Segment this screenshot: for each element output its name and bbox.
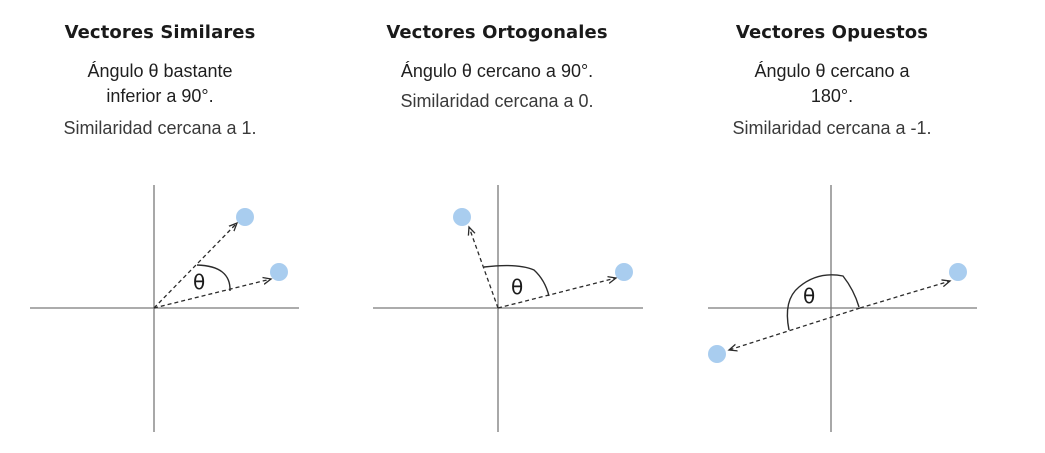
vector-b: [729, 307, 861, 350]
point-b: [708, 345, 726, 363]
angle-description-line-1: Ángulo θ bastante: [87, 61, 233, 81]
angle-arc: [786, 274, 860, 331]
panel-orthogonal-vectors: Vectores Ortogonales Ángulo θ cercano a …: [337, 0, 657, 453]
vector-b: [497, 278, 616, 309]
panel-similar-vectors: Vectores Similares Ángulo θ bastante inf…: [0, 0, 320, 453]
angle-arc: [483, 264, 550, 297]
point-a: [453, 208, 471, 226]
panel-title: Vectores Ortogonales: [386, 22, 608, 43]
point-b: [615, 263, 633, 281]
panel-title: Vectores Similares: [64, 22, 256, 43]
angle-description-line-1: Ángulo θ cercano a: [754, 61, 910, 81]
point-b: [270, 263, 288, 281]
point-a: [236, 208, 254, 226]
vector-b: [153, 279, 271, 309]
point-a: [949, 263, 967, 281]
vector-a: [469, 227, 499, 309]
diagram-similar: θ: [30, 185, 299, 432]
diagram-opposite: θ: [708, 185, 977, 432]
theta-label: θ: [193, 270, 205, 294]
vector-a: [153, 223, 237, 309]
angle-description-line-1: Ángulo θ cercano a 90°.: [400, 61, 594, 81]
angle-description-line-2: 180°.: [810, 86, 854, 106]
vector-a: [859, 281, 950, 309]
theta-label: θ: [511, 275, 523, 299]
panel-title: Vectores Opuestos: [735, 22, 929, 43]
similarity-description: Similaridad cercana a -1.: [732, 118, 932, 138]
angle-arc: [196, 264, 231, 292]
panel-opposite-vectors: Vectores Opuestos Ángulo θ cercano a 180…: [672, 0, 992, 453]
similarity-description: Similaridad cercana a 1.: [63, 118, 257, 138]
diagram-orthogonal: θ: [373, 185, 643, 432]
similarity-description: Similaridad cercana a 0.: [400, 91, 594, 111]
angle-description-line-2: inferior a 90°.: [106, 86, 214, 106]
theta-label: θ: [803, 284, 815, 308]
